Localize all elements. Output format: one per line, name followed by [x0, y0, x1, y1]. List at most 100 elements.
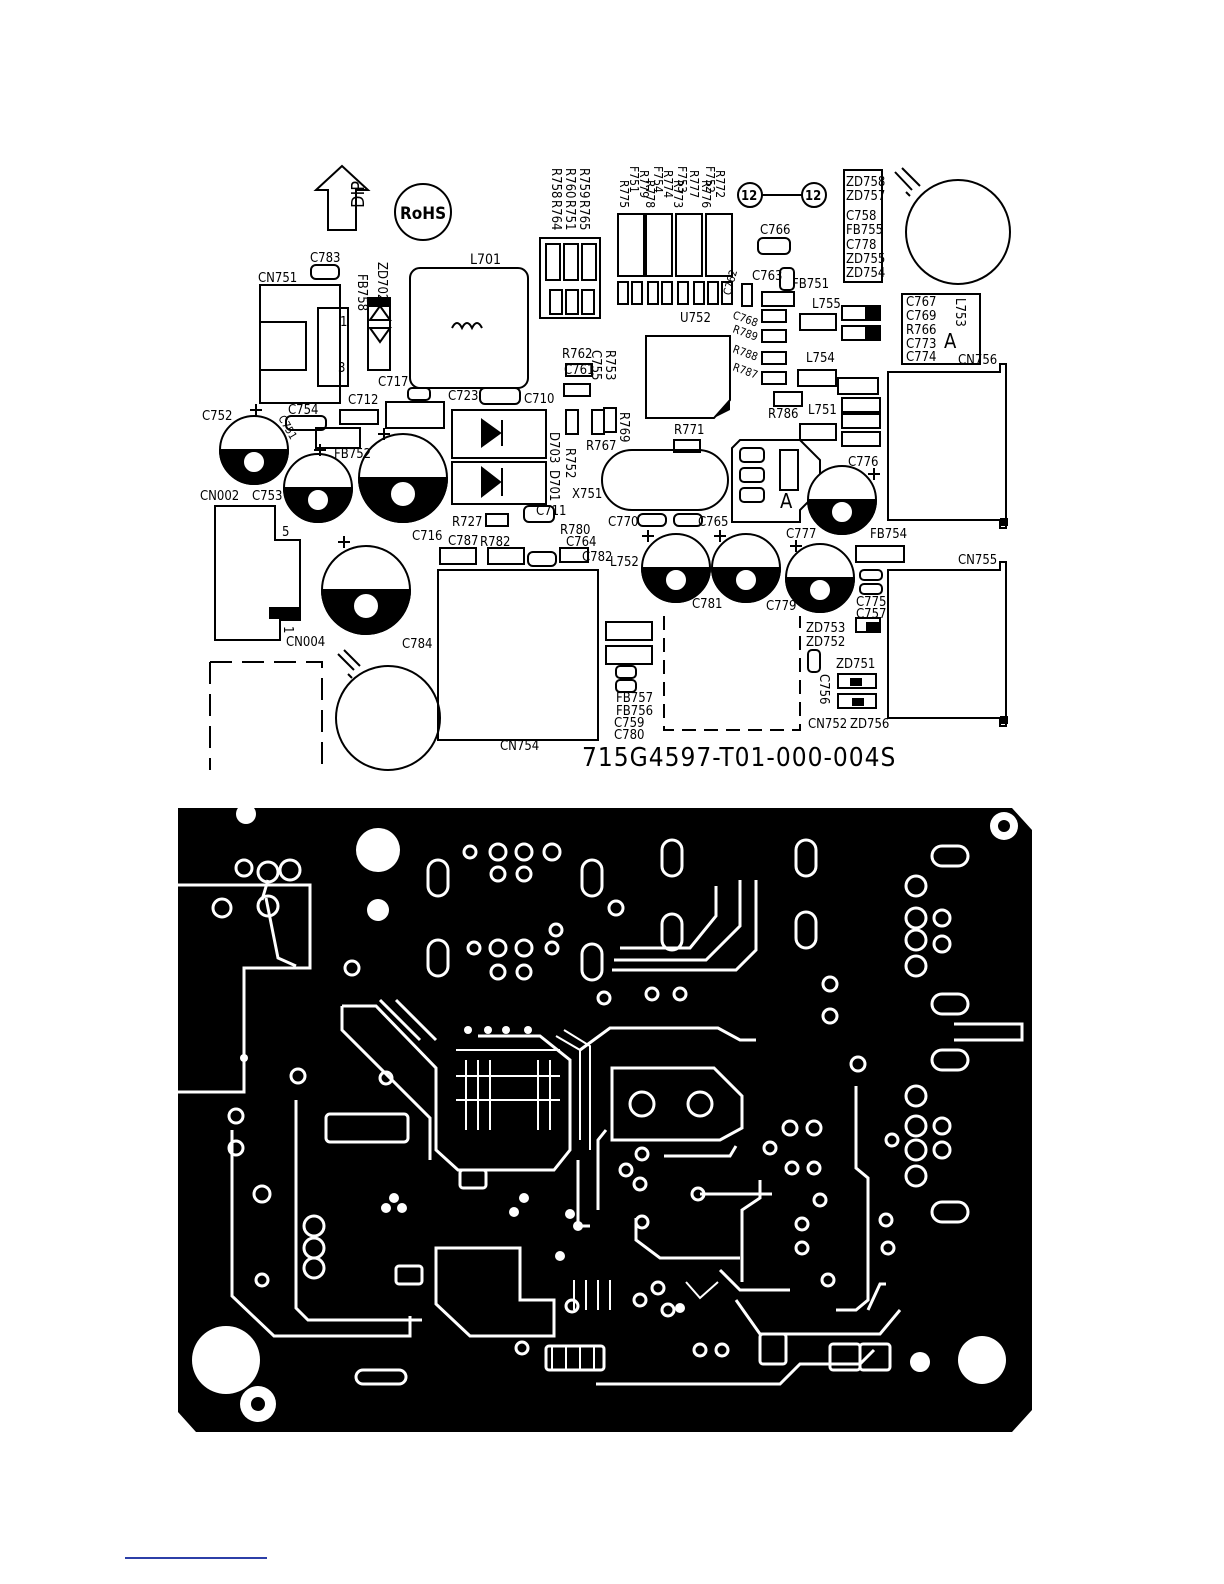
ref-r751: R751 [562, 200, 577, 230]
ref-l701: L701 [470, 252, 501, 268]
connector-cn756 [887, 363, 1007, 529]
ref-c773: C773 [906, 337, 937, 352]
ref-zd754: ZD754 [846, 266, 885, 281]
cap-c781a [640, 533, 712, 603]
ref-u752: U752 [680, 311, 711, 326]
ref-c769: C769 [906, 309, 937, 324]
ref-c767: C767 [906, 295, 937, 310]
cap-c752 [218, 415, 290, 485]
ref-c758: C758 [846, 209, 877, 224]
ref-r753: R753 [602, 350, 617, 380]
ref-c759: C759 [614, 716, 645, 731]
ref-c723: C723 [448, 389, 479, 404]
dip-arrow-icon [313, 164, 371, 231]
diode-d703 [451, 409, 547, 459]
mount-hole-right [958, 1336, 1006, 1384]
ref-c755: C755 [588, 350, 603, 381]
cap-c779 [784, 543, 856, 613]
ref-cn756: CN756 [958, 353, 997, 368]
connector-cn755 [887, 561, 1007, 727]
dip-label: DIP [348, 181, 369, 208]
ref-d701: D701 [546, 470, 561, 501]
ref-r778: R778 [643, 180, 657, 208]
ref-c756: C756 [816, 674, 831, 705]
ref-r752: R752 [562, 448, 577, 478]
cap-c753 [282, 453, 354, 523]
ref-c770: C770 [608, 515, 639, 530]
ref-c753: C753 [252, 489, 283, 504]
ref-c779: C779 [766, 599, 797, 614]
silkscreen-layout: DIP RoHS 12 12 C783 CN751 FB758 ZD702 1 … [200, 164, 1011, 773]
ref-r767: R767 [586, 439, 616, 454]
ref-c763: C763 [752, 269, 783, 284]
ref-r762: R762 [562, 347, 592, 362]
marker-a-top: A [944, 329, 957, 353]
ref-r765: R765 [576, 200, 591, 230]
fiducial-left: 12 [741, 189, 757, 204]
pin-1-cn002: 1 [280, 626, 295, 633]
ref-l752: L752 [610, 555, 639, 570]
ref-c717: C717 [378, 375, 409, 390]
ref-c761: C761 [564, 363, 595, 378]
ref-zd751: ZD751 [836, 657, 875, 672]
ref-c781: C781 [692, 597, 723, 612]
ref-r727: R727 [452, 515, 482, 530]
cap-c784a [320, 545, 412, 635]
ref-cn755: CN755 [958, 553, 997, 568]
ref-c752: C752 [202, 409, 233, 424]
ref-r786: R786 [768, 407, 798, 422]
ref-fb756: FB756 [616, 704, 653, 719]
ref-r760: R760 [562, 168, 577, 198]
ref-c777: C777 [786, 527, 817, 542]
ref-fb758: FB758 [354, 274, 369, 311]
ref-r776: R776 [699, 180, 713, 208]
ref-l754: L754 [806, 351, 835, 366]
ref-c784: C784 [402, 637, 433, 652]
ref-zd757: ZD757 [846, 189, 885, 204]
ref-c778: C778 [846, 238, 877, 253]
ref-c711: C711 [536, 504, 567, 519]
ref-c776: C776 [848, 455, 879, 470]
ref-fb754: FB754 [870, 527, 907, 542]
ref-r775: R775 [617, 180, 631, 208]
ref-r779: R779 [637, 170, 651, 198]
ref-c764: C764 [566, 535, 597, 550]
fiducial-right: 12 [805, 189, 821, 204]
rohs-label: RoHS [400, 204, 446, 224]
ref-r774: R774 [661, 170, 675, 198]
ref-zd758: ZD758 [846, 175, 885, 190]
ref-c757: C757 [856, 607, 887, 622]
ref-r769: R769 [616, 412, 631, 442]
connector-cn754 [437, 569, 599, 741]
ref-c765: C765 [698, 515, 729, 530]
ref-c782: C782 [582, 550, 613, 565]
board-code: 715G4597-T01-000-004S [582, 743, 896, 773]
ref-cn004: CN004 [286, 635, 325, 650]
ref-cn002: CN002 [200, 489, 239, 504]
ref-fb752: FB752 [334, 447, 371, 462]
mount-hole-left [192, 1326, 260, 1394]
ref-r780: R780 [560, 523, 590, 538]
ref-f752: F752 [703, 166, 717, 193]
ref-zd755: ZD755 [846, 252, 885, 267]
ref-r773: R773 [671, 180, 685, 208]
pin-3-cn751: 3 [338, 361, 345, 376]
ref-l755: L755 [812, 297, 841, 312]
cap-c776 [806, 465, 878, 535]
ref-x751: X751 [572, 487, 602, 502]
ref-cn752: CN752 [808, 717, 847, 732]
ref-l753: L753 [952, 298, 967, 327]
ref-r759: R759 [576, 168, 591, 198]
ref-c710: C710 [524, 392, 555, 407]
ref-c787: C787 [448, 534, 479, 549]
ref-f753: F753 [675, 166, 689, 193]
ref-f754: F754 [651, 166, 665, 193]
ref-r771: R771 [674, 423, 704, 438]
ref-c774: C774 [906, 350, 937, 365]
ref-c754: C754 [288, 403, 319, 418]
ref-r758: R758 [548, 168, 563, 198]
ref-fb751: FB751 [792, 277, 829, 292]
marker-a-mid: A [780, 489, 793, 513]
footer-rule [125, 1557, 267, 1559]
